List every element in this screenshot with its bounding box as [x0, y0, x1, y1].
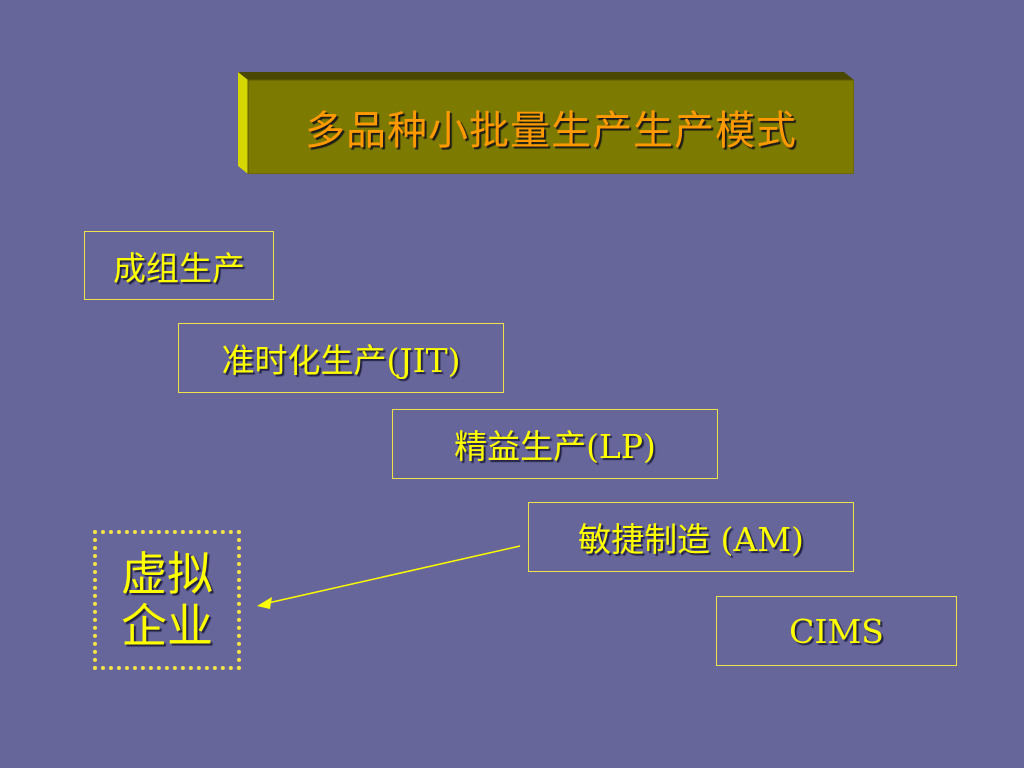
- mode-box-agile-manufacturing: 敏捷制造 (AM): [528, 502, 854, 572]
- page-title: 多品种小批量生产生产模式: [305, 108, 797, 154]
- mode-box-lean-production: 精益生产(LP): [392, 409, 718, 479]
- mode-box-group-technology: 成组生产: [84, 231, 274, 300]
- mode-box-cims: CIMS: [716, 596, 957, 666]
- virtual-enterprise-line2: 企业: [121, 599, 213, 653]
- virtual-enterprise-box: 虚拟 企业: [93, 530, 241, 670]
- arrow-line: [267, 545, 521, 604]
- mode-box-jit: 准时化生产(JIT): [178, 323, 504, 393]
- title-banner-shape: [238, 72, 854, 174]
- virtual-enterprise-line1: 虚拟: [121, 547, 213, 601]
- title-banner: 多品种小批量生产生产模式: [238, 72, 854, 174]
- arrow-head: [257, 597, 272, 609]
